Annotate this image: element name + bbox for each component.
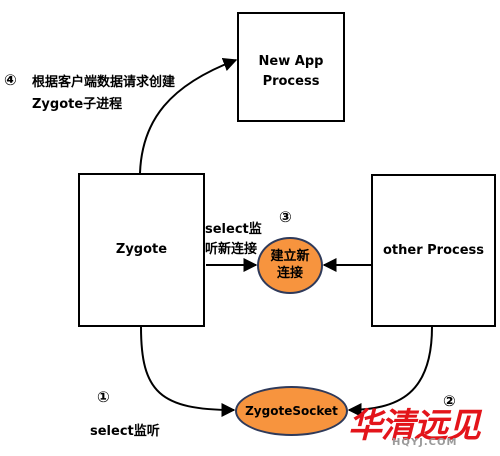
node-zygote-socket-label: ZygoteSocket [245, 404, 338, 418]
node-new-app-process-label: New App Process [258, 54, 324, 89]
node-zygote: Zygote [78, 173, 205, 327]
node-zygote-label: Zygote [115, 242, 168, 257]
watermark-subtext: HQYJ.COM [392, 437, 458, 448]
node-other-process-label: other Process [382, 243, 485, 258]
node-other-process: other Process [371, 174, 496, 327]
edge-connect-marker: ② [443, 392, 456, 410]
edge-connect [347, 326, 433, 417]
node-zygote-socket: ZygoteSocket [235, 386, 348, 436]
node-new-app-process: New App Process [237, 12, 345, 122]
edge-select-marker: ③ [279, 208, 292, 226]
edge-listen-text: select监听 [90, 424, 160, 439]
edge-fork-marker: ④ [4, 71, 17, 89]
edge-listen [140, 326, 236, 417]
edge-fork-text: 根据客户端数据请求创建 Zygote子进程 [32, 75, 176, 112]
edge-listen-marker: ① [97, 388, 110, 406]
node-new-connection-label: 建立新 连接 [270, 249, 310, 281]
edge-fork [139, 57, 238, 174]
edge-select-text: select监 听新连接 [205, 222, 262, 257]
watermark-logo: 华清远见 [348, 406, 481, 446]
node-new-connection: 建立新 连接 [257, 237, 323, 294]
